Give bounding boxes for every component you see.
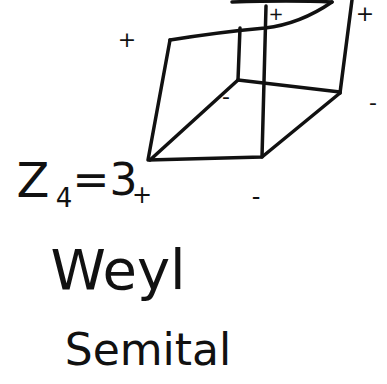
vertex-sign: +: [268, 5, 283, 23]
cube-edge: [170, 2, 332, 40]
cube-edge: [238, 80, 340, 92]
symbol-letter: Z: [17, 156, 50, 204]
vertex-sign: +: [118, 29, 136, 51]
title-word: Weyl: [50, 242, 185, 298]
vertex-sign: -: [222, 86, 230, 108]
vertex-sign: +: [356, 3, 374, 25]
title-word: Semital: [65, 328, 232, 372]
vertex-sign: +: [132, 183, 152, 207]
vertex-sign: -: [252, 185, 261, 209]
subscript: 4: [56, 185, 73, 211]
cube-edge: [150, 80, 238, 160]
cube-edge: [340, 0, 352, 93]
vertex-sign: -: [369, 92, 377, 114]
cube-edge: [238, 28, 240, 80]
cube-edge: [148, 40, 340, 160]
index-value: =3: [73, 158, 138, 202]
cube-edge: [232, 1, 332, 2]
